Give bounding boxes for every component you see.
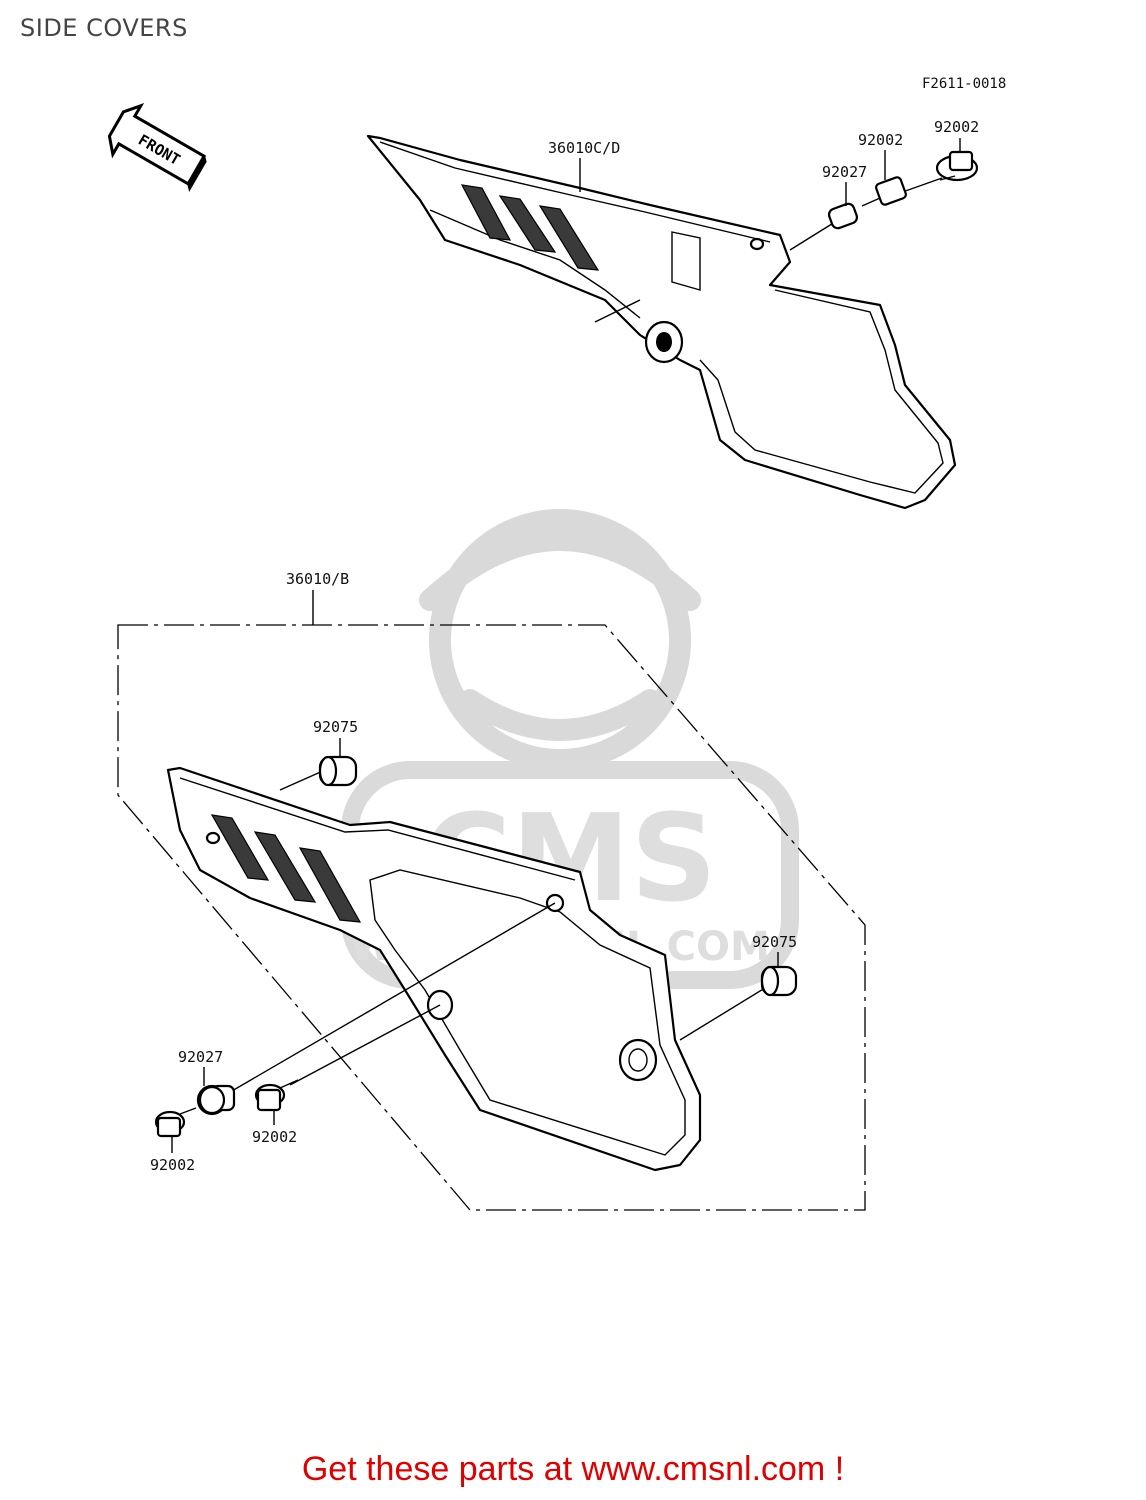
page-title: SIDE COVERS: [20, 14, 188, 42]
grommet-icon: [318, 755, 358, 787]
label-92002-lower-center: 92002: [252, 1128, 297, 1146]
flange-bolt-icon: [154, 1107, 197, 1138]
label-92002-upper-1: 92002: [858, 131, 903, 149]
upper-side-cover: [366, 134, 957, 510]
bolt-icon: [254, 1079, 299, 1112]
label-92027-lower: 92027: [178, 1048, 223, 1066]
label-36010cd: 36010C/D: [548, 139, 620, 157]
label-92002-lower-left: 92002: [150, 1156, 195, 1174]
lower-hardware: [154, 738, 798, 1153]
grommet-icon: [760, 965, 798, 997]
upper-hardware: [579, 138, 979, 251]
label-92027-upper: 92027: [822, 163, 867, 181]
figure-reference: F2611-0018: [922, 76, 1006, 92]
collar-icon: [827, 202, 859, 230]
label-36010b: 36010/B: [286, 570, 349, 588]
promo-link[interactable]: Get these parts at www.cmsnl.com !: [301, 1450, 845, 1488]
assembly-boundary: [117, 624, 866, 1211]
flange-bolt-icon: [935, 150, 979, 182]
front-arrow-icon: FRONT: [107, 102, 207, 192]
label-92075-top: 92075: [313, 718, 358, 736]
parts-diagram: CMS WWW.CMSNL.COM F2611-0018 FRONT: [107, 76, 1006, 1211]
bolt-icon: [861, 176, 907, 207]
label-92075-right: 92075: [752, 933, 797, 951]
collar-icon: [196, 1084, 236, 1116]
label-92002-upper-2: 92002: [934, 118, 979, 136]
